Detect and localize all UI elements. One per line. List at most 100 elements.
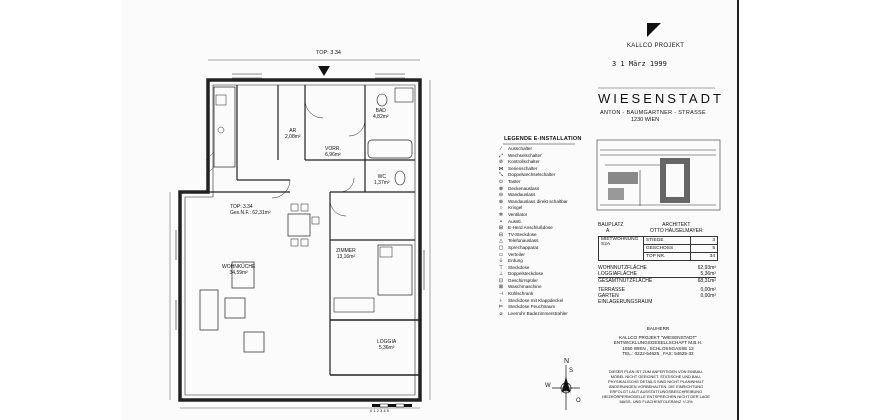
mietwohnung-label: MIETWOHNUNG [601,237,639,242]
legend-label: Steckdose [508,264,530,270]
legend-symbol-icon: ⊦ [499,297,503,304]
top-nr-label: TOP NR. [643,252,691,261]
disclaimer-line: MÖBEL NICHT GEEIGNET. STATISCHE UND BAU- [610,374,702,379]
legend-label: Wandauslass direkt schaltbar [508,198,568,204]
room-bad-name: BAD [375,108,386,114]
legend-symbol-icon: ∕ [500,146,502,152]
legend-label: Waschmaschine [508,284,542,290]
gesamt-label: GESAMTNUTZFLÄCHE [598,278,653,284]
stiege-value: 3 [690,236,718,245]
geschoss-value: 5 [690,244,718,253]
legend-label: Steckdose mit Klappdeckel [508,297,564,303]
legend-symbol-icon: ▭ [498,251,504,258]
compass-w: W [545,383,551,389]
legend-label: Erdung [508,258,523,264]
room-vorr: VORR. 6,96m² [325,146,341,158]
legend-symbol-icon: ⏚ [498,258,504,265]
scale-label: 0 1 2 3 4 5 [370,408,389,413]
room-ar: AR 2,08m² [285,128,301,140]
legend-item: ▢ Sprechapparat [494,245,568,252]
room-loggia: LOGGIA 5,36m² [377,339,396,351]
architekt-block: ARCHITEKT OTTO HÄUSELMAYER [650,222,703,234]
compass-rose [552,365,580,410]
garten-row: GARTEN 0,00m² [598,293,716,299]
legend-label: TV-Steckdose [508,231,537,237]
legend-label: Kühlschrank [508,291,534,297]
legend-label: Verteiler [508,251,525,257]
top-info-line2: Ges.N.F.: 62,31m² [230,210,271,216]
room-bad-area: 4,82m² [373,114,389,120]
room-zimmer: ZIMMER 13,16m² [336,248,356,260]
bauherr-line1: KALLCO PROJEKT "WIESENSTADT" [619,334,697,340]
bauherr-block: BAUHERR KALLCO PROJEKT "WIESENSTADT" ENT… [604,326,712,357]
legend-label: E-Herd Anschlußdose [508,225,553,231]
legend-symbol-icon: ⊕ [498,198,504,205]
legend-symbol-icon: ⊘ [498,159,504,166]
legend-item: ⊘ Kontrollschalter [494,159,568,166]
bauherr-line3: 1050 WIEN , SCHLOSSGASSE 13 [622,345,694,351]
legend-item: ⊡ Geschirrspüler [494,278,568,285]
bauherr-label: BAUHERR [646,326,670,331]
einlagerung-label: EINLAGERUNGSRAUM [598,299,653,305]
bauherr-line2: ENTWICKLUNGSGESELLSCHAFT M.B.H. [613,340,703,346]
legend-symbol-icon: ⤡ [498,172,503,179]
room-wohnkueche: WOHNKÜCHE 34,59m² [222,264,255,276]
room-zimmer-name: ZIMMER [336,248,356,254]
legend-symbol-icon: ⊡ [498,277,504,284]
legend-item: ⌀Leerrohr Badezimmerstrahler [494,311,568,318]
legend-item: ⊕ Wandauslass direkt schaltbar [494,199,568,206]
legend-label: Telefonauslass [508,238,539,244]
wohnnutz-row: WOHNNUTZFLÄCHE 62,93m² [598,265,716,271]
bauplatz-block: BAUPLATZ A [598,222,623,234]
loggia-label: LOGGIAFLÄCHE [598,271,637,277]
wohnnutz-label: WOHNNUTZFLÄCHE [598,265,647,271]
top-info-line1: TOP: 3.34 [230,204,253,210]
room-wohnkueche-name: WOHNKÜCHE [222,264,256,270]
terrasse-label: TERRASSE [598,287,625,293]
legend-symbol-icon: ⊞ [498,225,504,232]
legend-item: ▭ Verteiler [494,252,568,259]
legend-item: △Telefonauslass [494,238,568,245]
legend-label: Wechselschalter [508,152,542,158]
disclaimer-line: PHYSIKALISCHE DETAILS SIND NICHT PLANINH… [608,379,704,384]
legend-symbol-icon: ⊥ [498,271,504,278]
legend-symbol-icon: ⊤ [498,264,504,271]
legend-label: Serienschalter [508,165,538,171]
legend-label: Ausstl. [508,218,522,224]
legend-label: Ventilator [508,211,528,217]
stiege-label: STIEGE [643,236,691,245]
legend-label: Kontrollschalter [508,159,540,165]
bauherr-line4: TEL.: 0222-54625 , FAX: 54625-33 [622,351,694,357]
top-label: TOP: 3.34 [316,50,341,56]
legend-symbol-icon: ⋈ [498,165,504,172]
legend-symbol-icon: ▢ [498,244,504,251]
legend-item: ⏚ Erdung [494,258,568,265]
room-wc: WC 1,37m² [374,174,390,186]
legend-label: Taster [508,178,521,184]
legend-symbol-icon: ✲ [498,211,504,218]
mietwohnung-value: S2A [601,242,611,247]
loggia-row: LOGGIAFLÄCHE 5,36m² [598,271,716,277]
legend-item: ✲ Ventilator [494,212,568,219]
gesamt-row: GESAMTNUTZFLÄCHE 68,31m² [598,277,716,284]
legend-item: ⋈ Serienschalter [494,166,568,173]
terrasse-row: TERRASSE 0,00m² [598,287,716,293]
legend-item: ⊨Steckdose Feuchtraum [494,304,568,311]
legend-label: Sprechapparat [508,244,539,250]
legend-symbol-icon: ⊣ [498,291,504,298]
mietwohnung-table: MIETWOHNUNG S2A STIEGE 3 GESCHOSS 5 TOP … [598,236,718,261]
disclaimer-line: DIESER PLAN IST ZUM ANFERTIGEN VON EINBA… [608,369,704,374]
legend-item: ⤡Doppelwechselschalter [494,172,568,179]
legend-symbol-icon: ○ [499,205,503,212]
compass-n: N [564,358,570,365]
legend-item: ⊖Wandauslass [494,192,568,199]
disclaimer-block: DIESER PLAN IST ZUM ANFERTIGEN VON EINBA… [596,369,716,404]
legend-title: LEGENDE E-INSTALLATION [504,136,582,142]
legend-label: Deckenauslass [508,185,540,191]
legend-symbol-icon: ⤢ [498,152,503,159]
garten-value: 0,00m² [700,293,716,299]
architekt-label: ARCHITEKT [662,222,691,228]
legend-label: Doppelsteckdose [508,271,544,277]
legend-item: ○Kringel [494,205,568,212]
legend-label: Geschirrspüler [508,277,538,283]
